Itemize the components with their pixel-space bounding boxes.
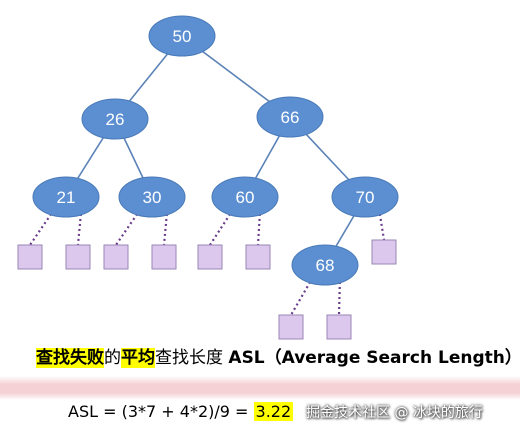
tree-node-60: 60 <box>211 176 279 218</box>
tree-node-label: 21 <box>57 188 76 207</box>
binary-search-tree-diagram: 50 26 66 21 30 60 70 68 <box>17 15 399 340</box>
asl-formula: ASL = (3*7 + 4*2)/9 = 3.22 <box>68 402 294 421</box>
caption-de: 的 <box>104 348 121 368</box>
tree-node-66: 66 <box>256 96 324 138</box>
failure-node <box>151 244 177 270</box>
failure-edge <box>378 213 386 241</box>
tree-node-ellipse <box>331 176 399 218</box>
failure-node <box>17 244 43 270</box>
failure-node <box>278 314 304 340</box>
tree-node-26: 26 <box>81 98 149 140</box>
tree-node-ellipse <box>81 98 149 140</box>
failure-node <box>103 244 129 270</box>
tree-node-label: 50 <box>173 27 192 46</box>
tree-node-label: 70 <box>356 188 375 207</box>
tree-node-21: 21 <box>32 176 100 218</box>
failure-node <box>326 314 352 340</box>
failure-node <box>245 244 271 270</box>
caption-highlight-failure: 查找失败 <box>36 348 104 368</box>
failure-edge <box>76 213 82 246</box>
caption-asl-term: ASL（Average Search Length） <box>228 348 520 368</box>
tree-node-ellipse <box>118 176 186 218</box>
tree-nodes: 50 26 66 21 30 60 70 68 <box>32 15 399 286</box>
tree-node-label: 30 <box>143 188 162 207</box>
failure-node <box>371 239 397 265</box>
tree-node-ellipse <box>291 244 359 286</box>
failure-nodes <box>17 239 397 340</box>
tree-node-70: 70 <box>331 176 399 218</box>
tree-node-ellipse <box>211 176 279 218</box>
caption-search-length: 查找长度 <box>155 348 229 368</box>
tree-node-50: 50 <box>148 15 216 57</box>
failure-edge <box>256 213 261 246</box>
tree-node-label: 60 <box>236 188 255 207</box>
tree-node-30: 30 <box>118 176 186 218</box>
watermark-text: 掘金技术社区 @ 冰块的旅行 <box>306 405 483 421</box>
failure-edge <box>162 213 168 246</box>
failure-edge <box>115 213 139 246</box>
failure-edge <box>209 213 232 246</box>
tree-node-label: 68 <box>316 256 335 275</box>
formula-result: 3.22 <box>253 402 294 421</box>
tree-node-label: 66 <box>281 108 300 127</box>
formula-expression: ASL = (3*7 + 4*2)/9 = <box>68 402 254 421</box>
tree-edges <box>65 35 366 266</box>
caption-highlight-average: 平均 <box>121 348 155 368</box>
tree-node-ellipse <box>32 176 100 218</box>
highlight-band <box>0 376 520 400</box>
tree-node-label: 26 <box>106 110 125 129</box>
tree-node-ellipse <box>148 15 216 57</box>
failure-edges <box>29 213 386 316</box>
asl-caption: 查找失败的平均查找长度 ASL（Average Search Length） <box>36 343 520 368</box>
tree-node-ellipse <box>256 96 324 138</box>
failure-edge <box>290 281 312 316</box>
failure-node <box>197 244 223 270</box>
failure-edge <box>337 281 341 316</box>
tree-node-68: 68 <box>291 244 359 286</box>
failure-edge <box>29 213 53 246</box>
failure-node <box>65 244 91 270</box>
